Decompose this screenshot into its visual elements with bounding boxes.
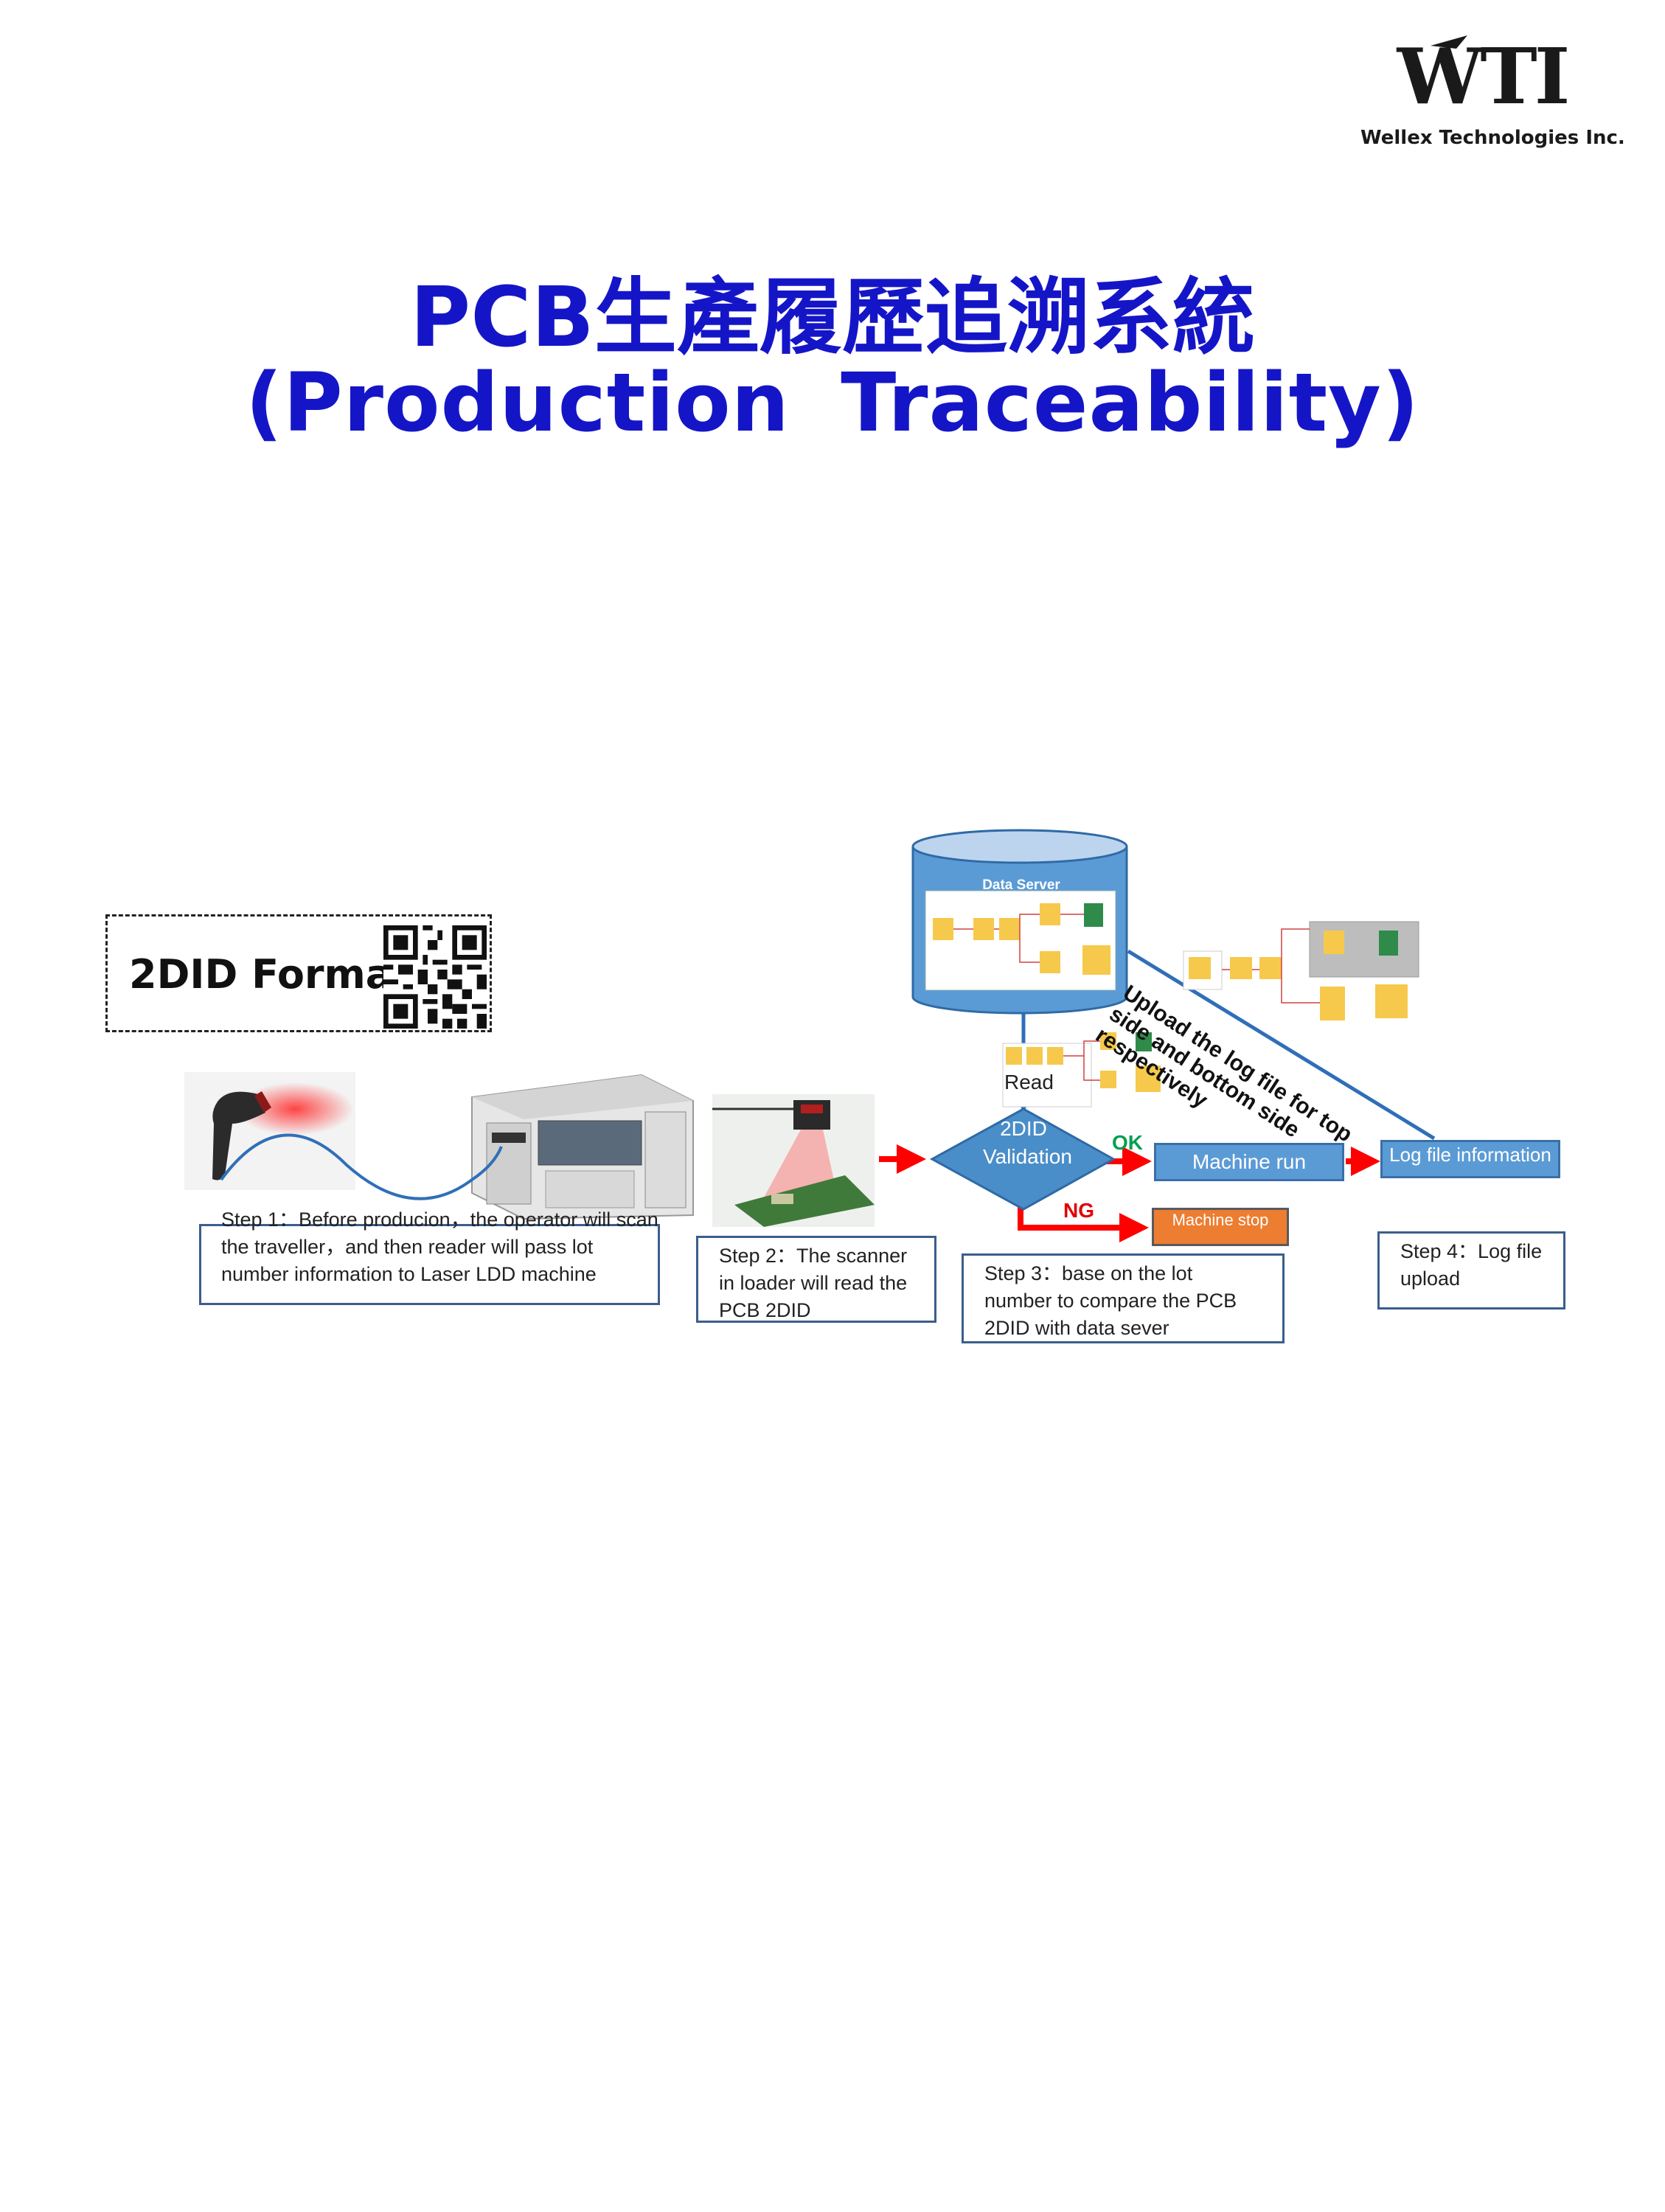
qr-code-icon [383,925,487,1029]
machine-run-box: Machine run [1154,1143,1344,1181]
logo-mark-text: WTI [1397,31,1568,118]
step3-box: Step 3：base on the lot number to compare… [962,1253,1285,1343]
handheld-scanner-photo [184,1072,355,1190]
company-name: Wellex Technologies Inc. [1360,127,1625,149]
data-server-label: Data Server [982,877,1060,893]
wti-logo: WTI [1397,31,1571,118]
ng-label: NG [1063,1199,1094,1222]
log-file-box: Log file information [1380,1140,1560,1178]
format-box [105,914,492,1032]
step4-box: Step 4：Log file upload [1377,1231,1565,1310]
read-label: Read [1004,1071,1054,1093]
format-label: 2DID Format [129,951,412,998]
page-title-english: (Production Traceability) [245,355,1420,450]
pcb-scanner-photo [712,1094,875,1227]
laser-machine-photo [457,1068,701,1222]
step1-text: Step 1：Before producion，the operator wil… [221,1208,658,1285]
step2-box: Step 2：The scanner in loader will read t… [696,1236,936,1323]
page-title-chinese: PCB生產履歷追溯系統 [410,270,1255,366]
upload-folder-icons [1183,921,1419,1020]
ok-label: OK [1112,1131,1143,1154]
validation-label: 2DID Validation [983,1117,1072,1168]
data-server-icon [911,829,1128,1015]
step1-box [199,1224,660,1305]
server-folder-icons [933,903,1110,975]
machine-stop-box: Machine stop [1152,1208,1289,1246]
